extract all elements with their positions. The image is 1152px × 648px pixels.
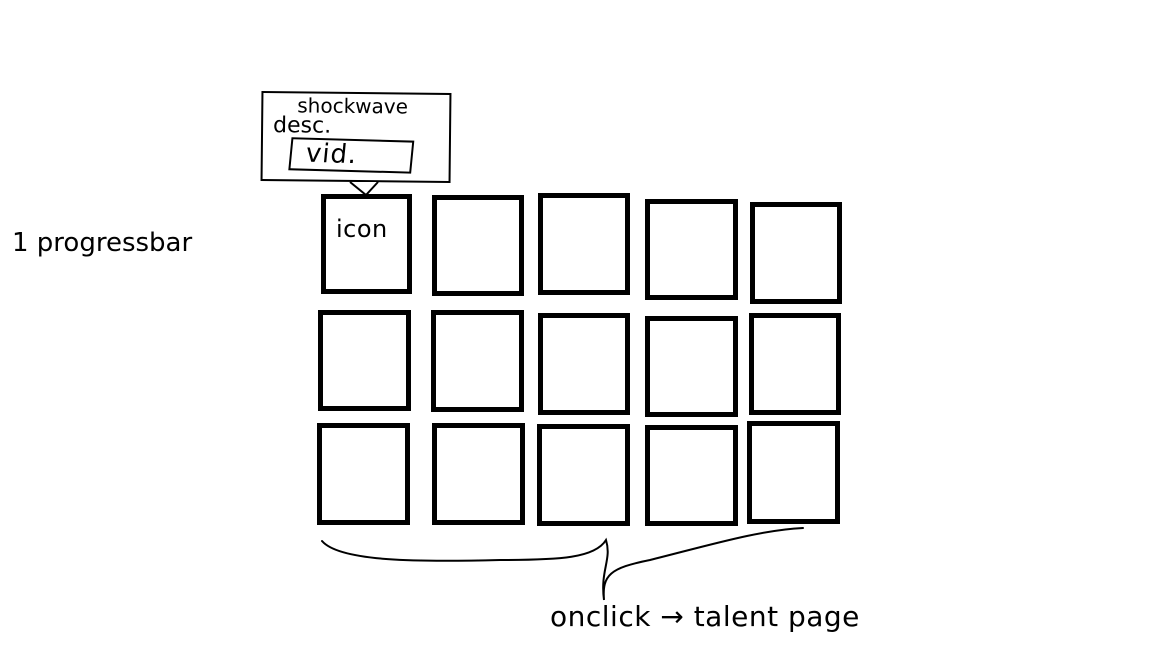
video-button-label: vid. xyxy=(304,138,359,171)
skill-tile-icon[interactable]: icon xyxy=(321,194,412,294)
tile-icon-label: icon xyxy=(336,215,388,243)
skill-tile[interactable] xyxy=(537,424,630,526)
skill-tile[interactable] xyxy=(749,313,841,415)
skill-tile[interactable] xyxy=(432,423,525,525)
progressbar-label: 1 progressbar xyxy=(12,228,193,258)
skill-tile[interactable] xyxy=(538,313,630,415)
onclick-annotation: onclick → talent page xyxy=(550,600,860,633)
skill-tile[interactable] xyxy=(317,423,410,525)
skill-tile[interactable] xyxy=(645,425,738,526)
video-button[interactable]: vid. xyxy=(288,137,415,174)
skill-tile[interactable] xyxy=(750,202,842,304)
skill-tile[interactable] xyxy=(318,310,411,411)
skill-tile[interactable] xyxy=(432,195,524,296)
skill-tile[interactable] xyxy=(538,193,630,295)
tooltip-description: desc. xyxy=(272,113,332,139)
skill-tile[interactable] xyxy=(645,316,738,417)
skill-tooltip: shockwave desc. vid. xyxy=(260,91,452,183)
skill-tile[interactable] xyxy=(747,421,840,524)
skill-tile[interactable] xyxy=(431,310,524,412)
skill-tile[interactable] xyxy=(645,199,738,300)
